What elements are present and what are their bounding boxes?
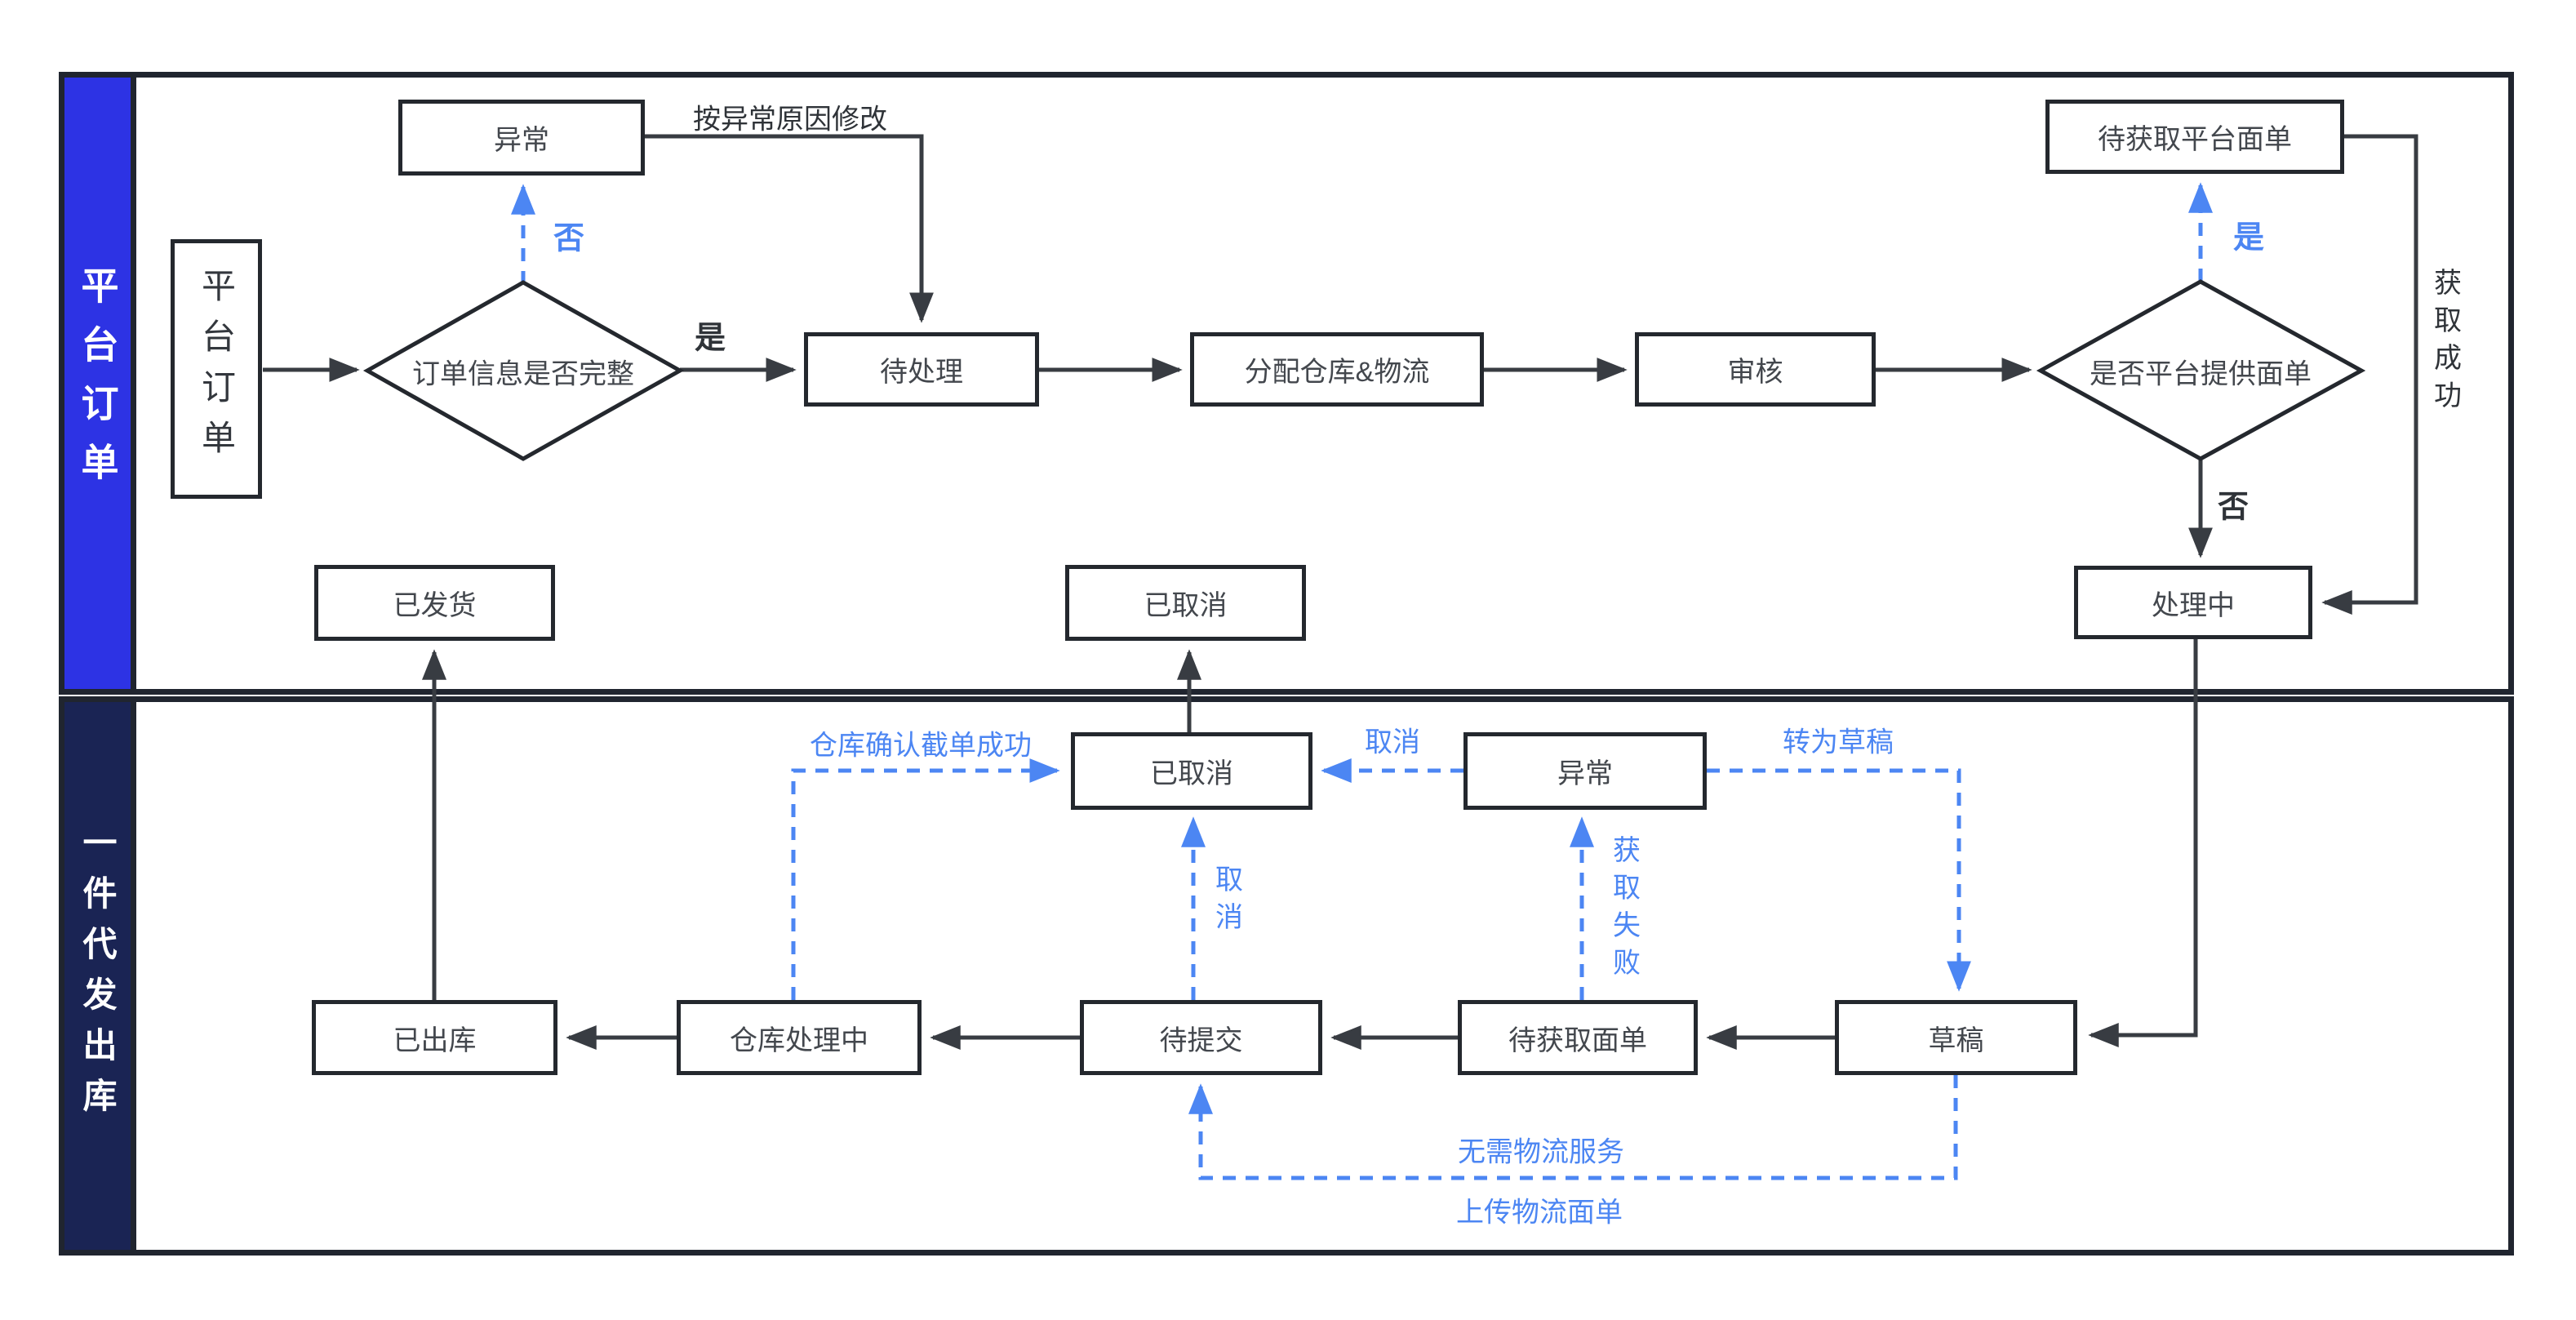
edge-label-get-fail: 获取失败	[1608, 835, 1640, 985]
edge-label-fix-by-reason: 按异常原因修改	[693, 104, 887, 136]
lane-dropship-outbound-strip: 一件代发出库	[64, 702, 136, 1250]
decision-shapes	[362, 279, 2366, 461]
node-warehouse-processing: 仓库处理中	[677, 1000, 922, 1075]
node-review: 审核	[1635, 332, 1876, 407]
edge-warehouse-confirm-to-cancelled	[791, 758, 1060, 1000]
node-platform-order: 平台订单	[171, 239, 262, 499]
edge-label-to-draft: 转为草稿	[1783, 727, 1894, 758]
lane-platform-order-label: 平台订单	[76, 265, 119, 501]
decision-platform-provides-label: 是否平台提供面单	[2090, 358, 2312, 390]
node-pending: 待处理	[804, 332, 1039, 407]
lane-dropship-outbound-label: 一件代发出库	[78, 824, 117, 1128]
node-cancelled-top: 已取消	[1065, 565, 1306, 641]
black-flow-edges	[263, 134, 2418, 1050]
node-exception-top: 异常	[398, 100, 645, 176]
edge-label-yes-2: 是	[2232, 220, 2265, 256]
node-cancelled-bottom: 已取消	[1071, 732, 1312, 810]
node-allocate-warehouse-logistics: 分配仓库&物流	[1190, 332, 1484, 407]
edge-waitlabel-to-processing	[2321, 134, 2418, 615]
edge-label-no-logistics: 无需物流服务	[1458, 1136, 1624, 1168]
edge-exception-to-pending	[645, 134, 934, 323]
node-wait-submit: 待提交	[1080, 1000, 1322, 1075]
edge-draft-to-waitsubmit-dashed	[1188, 1075, 1958, 1180]
edge-label-upload-label: 上传物流面单	[1456, 1197, 1623, 1229]
node-shipped: 已发货	[314, 565, 555, 641]
decision-platform-provides-label-shape	[2036, 279, 2366, 461]
decision-order-info-complete: 订单信息是否完整	[412, 358, 634, 390]
edge-processing-to-draft	[2088, 639, 2198, 1047]
edge-label-yes-1: 是	[694, 321, 726, 356]
edge-label-no-2: 否	[2217, 490, 2250, 525]
edge-label-cancel-vertical: 取消	[1210, 864, 1242, 940]
edge-exception2-to-draft	[1707, 768, 1971, 992]
node-outbound-done: 已出库	[312, 1000, 557, 1075]
lane-platform-order-strip: 平台订单	[64, 78, 136, 689]
decision-order-info-complete-shape	[362, 280, 685, 461]
edge-label-get-success: 获取成功	[2429, 268, 2461, 418]
node-wait-platform-label: 待获取平台面单	[2045, 100, 2344, 174]
blue-dashed-edges	[511, 182, 2213, 1180]
node-wait-label: 待获取面单	[1458, 1000, 1698, 1075]
node-exception-bottom: 异常	[1463, 732, 1707, 810]
node-draft: 草稿	[1835, 1000, 2077, 1075]
edge-label-warehouse-confirm: 仓库确认截单成功	[810, 730, 1032, 762]
edge-label-no-1: 否	[553, 221, 585, 256]
node-processing: 处理中	[2074, 566, 2312, 639]
edge-label-cancel-horizontal: 取消	[1365, 727, 1420, 758]
